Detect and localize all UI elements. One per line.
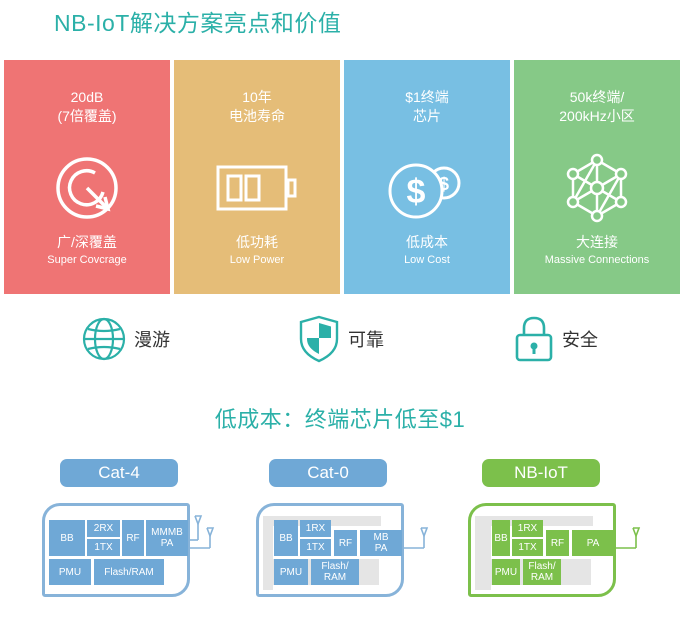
padlock-icon [515, 316, 553, 362]
cat4-chip-diagram: BB 2RX 1TX RF MMMB PA PMU Flash/RAM [42, 503, 190, 597]
cost-card-head-line1: $1终端 [405, 89, 449, 105]
cat0-pill: Cat-0 [269, 459, 387, 487]
svg-text:$: $ [407, 173, 426, 211]
nbiot-antenna-icon [616, 527, 641, 549]
power-card-head-line2: 电池寿命 [229, 108, 285, 124]
cat0-rf-block: RF [334, 530, 357, 556]
cat4-pill: Cat-4 [60, 459, 178, 487]
nbiot-rx-block: 1RX [512, 520, 543, 537]
cat0-antenna-icon [404, 527, 429, 549]
cat4-bb-block: BB [49, 520, 85, 556]
cat4-antenna-icon [190, 515, 215, 549]
connections-card-subtitle: Massive Connections [544, 254, 650, 266]
nbiot-pill: NB-IoT [482, 459, 600, 487]
cat4-pa-block: MMMB PA [146, 520, 188, 556]
nbiot-tx-block: 1TX [512, 539, 543, 556]
globe-icon [82, 317, 126, 361]
nbiot-chip-diagram: BB 1RX 1TX RF PA PMU Flash/ RAM [468, 503, 616, 597]
feature-roaming: 漫游 [82, 314, 170, 364]
cat4-pmu-block: PMU [49, 559, 91, 585]
cost-card-head-line2: 芯片 [413, 108, 441, 124]
nbiot-pmu-block: PMU [492, 559, 520, 585]
coverage-icon [4, 150, 170, 226]
cat0-chip-diagram: BB 1RX 1TX RF MB PA PMU Flash/ RAM [256, 503, 404, 597]
cost-card-subtitle: Low Cost [404, 254, 450, 266]
coverage-card-head-line1: 20dB [70, 89, 104, 105]
page-title: NB-IoT解决方案亮点和价值 [54, 10, 342, 36]
cat4-tx-block: 1TX [87, 539, 120, 556]
section-subtitle: 低成本：终端芯片低至$1 [214, 407, 466, 432]
connections-card-head: 50k终端/ 200kHz小区 [514, 88, 680, 126]
cost-card-title: 低成本 [406, 234, 448, 250]
dollar-coins-icon: $ $ [344, 150, 510, 226]
power-card-head: 10年 电池寿命 [174, 88, 340, 126]
cat0-unused-area-left [263, 520, 273, 590]
power-card-head-line1: 10年 [242, 89, 272, 105]
cat4-flash-block: Flash/RAM [94, 559, 164, 585]
network-icon [514, 150, 680, 226]
coverage-card-subtitle: Super Covcrage [47, 254, 127, 266]
feature-reliable-label: 可靠 [348, 330, 384, 350]
cat4-rx-block: 2RX [87, 520, 120, 537]
svg-text:$: $ [439, 174, 449, 194]
feature-roaming-label: 漫游 [134, 330, 170, 350]
cat4-rf-block: RF [122, 520, 144, 556]
power-card-subtitle: Low Power [229, 254, 285, 266]
connections-card-title: 大连接 [576, 234, 618, 250]
nbiot-flash-block: Flash/ RAM [523, 559, 561, 585]
cat0-pa-block: MB PA [360, 530, 402, 556]
coverage-card: 20dB (7倍覆盖) 广/深覆盖 Super Covcrage [4, 60, 170, 294]
coverage-card-head-line2: (7倍覆盖) [57, 108, 117, 124]
cost-card-head: $1终端 芯片 [344, 88, 510, 126]
cat0-rx-block: 1RX [300, 520, 331, 537]
power-card-title: 低功耗 [236, 234, 278, 250]
connections-card: 50k终端/ 200kHz小区 大连接 Massive Connections [514, 60, 680, 294]
cat0-pmu-block: PMU [274, 559, 308, 585]
shield-icon [299, 315, 339, 363]
cat0-tx-block: 1TX [300, 539, 331, 556]
nbiot-bb-block: BB [492, 520, 510, 556]
connections-card-head-line2: 200kHz小区 [559, 108, 635, 124]
nbiot-rf-block: RF [546, 530, 569, 556]
cat0-bb-block: BB [274, 520, 298, 556]
battery-icon [174, 150, 340, 226]
feature-security-label: 安全 [562, 330, 598, 350]
coverage-card-title: 广/深覆盖 [57, 234, 117, 250]
coverage-card-head: 20dB (7倍覆盖) [4, 88, 170, 126]
cat0-flash-block: Flash/ RAM [311, 559, 359, 585]
connections-card-head-line1: 50k终端/ [569, 89, 625, 105]
feature-reliable: 可靠 [298, 314, 384, 364]
power-card: 10年 电池寿命 低功耗 Low Power [174, 60, 340, 294]
cost-card: $1终端 芯片 $ $ 低成本 Low Cost [344, 60, 510, 294]
nbiot-pa-block: PA [572, 530, 614, 556]
feature-security: 安全 [514, 314, 598, 364]
